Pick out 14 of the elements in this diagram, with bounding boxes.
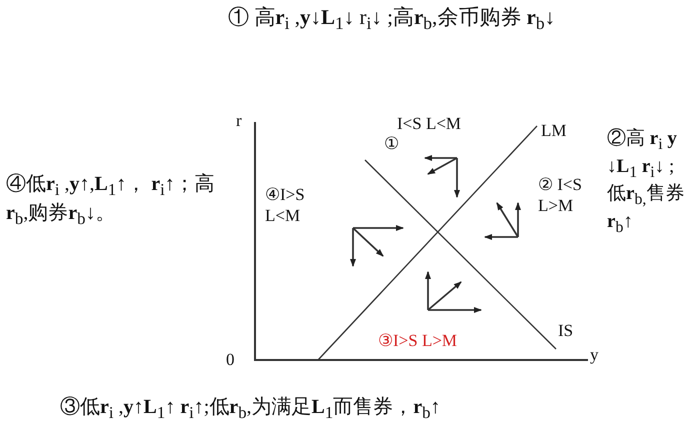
region-label: ④I>S L<M	[265, 184, 306, 226]
region-label: ③I>S L>M	[378, 330, 458, 352]
annotation-text: ① 高r$_{i}$ ,y↓L$_{1}$↓ r$_{i}$↓ ;高r$_{b}$,余币购券 r$_{b}$↓	[228, 4, 556, 36]
annotation-text: ③低r$_{i}$ ,y↑L$_{1}$↑ r$_{i}$↑;低r$_{b}$,为满足L$_{1}$而售券，r$_{b}$↑	[60, 395, 442, 424]
region-label: I<S L<M	[397, 113, 462, 134]
region-label: ② I<S L>M	[538, 174, 583, 216]
origin-label: 0	[226, 349, 236, 370]
region-label: ①	[384, 133, 400, 154]
curve-label: IS	[558, 320, 574, 342]
axis-label: r	[236, 110, 243, 132]
axis-label: y	[590, 344, 600, 366]
annotation-text: ②高 r$_{i}$ y ↓L$_{1}$ r$_{i}$↓ ; 低r$_{b,}$售券r$_{b}$↑	[607, 127, 686, 238]
curve-label: LM	[541, 120, 568, 142]
annotation-text: ④低r$_{i}$ ,y↑,L$_{1}$↑， r$_{i}$↑；高r$_{b}$,购券r$_{b}$↓。	[6, 172, 216, 230]
